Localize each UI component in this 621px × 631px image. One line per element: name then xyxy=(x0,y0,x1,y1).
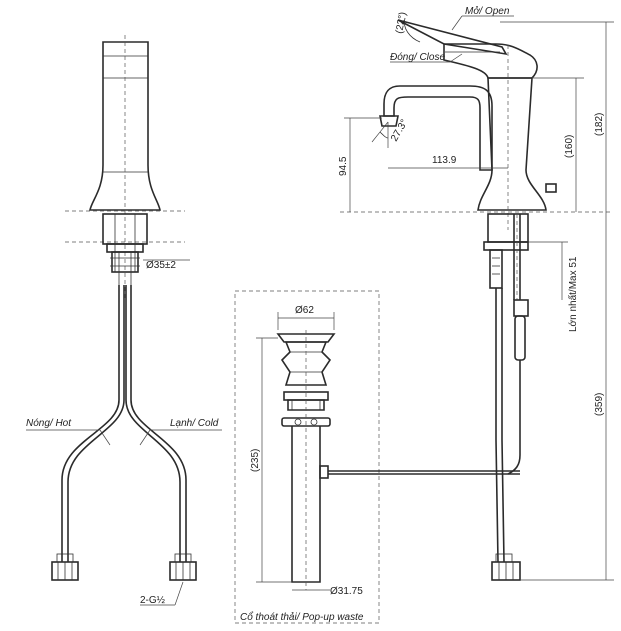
dim-359-label: (359) xyxy=(594,393,605,416)
angle-27-label: 27.3° xyxy=(389,118,410,144)
thread-label: 2-G½ xyxy=(140,595,166,606)
diam-35-label: Ø35±2 xyxy=(146,260,176,271)
dim-113-9-label: 113.9 xyxy=(432,155,457,166)
diam-62-label: Ø62 xyxy=(295,305,314,316)
dim-235-label: (235) xyxy=(250,449,261,472)
side-view: (22°) Mở/ Open Đóng/ Close 27.3° 94.5 11… xyxy=(338,5,614,581)
popup-waste-caption: Cổ thoát thải/ Pop-up waste xyxy=(240,611,364,623)
max-51-label: Lớn nhất/Max 51 xyxy=(567,256,579,332)
open-label: Mở/ Open xyxy=(465,5,510,17)
dim-182-label: (182) xyxy=(594,113,605,136)
cold-label: Lạnh/ Cold xyxy=(170,418,219,429)
angle-22-label: (22°) xyxy=(394,11,409,34)
dim-94-5-label: 94.5 xyxy=(338,156,349,176)
popup-waste-view: Ø62 (235) Ø31.75 Cổ thoát thải/ Pop-up xyxy=(234,290,520,624)
front-view: Ø35±2 Nóng/ Hot Lạnh/ Cold 2-G½ xyxy=(26,35,222,606)
hot-label: Nóng/ Hot xyxy=(26,418,72,429)
dim-160-label: (160) xyxy=(564,135,575,158)
diam-31-75-label: Ø31.75 xyxy=(330,586,363,597)
close-label: Đóng/ Close xyxy=(390,52,445,63)
